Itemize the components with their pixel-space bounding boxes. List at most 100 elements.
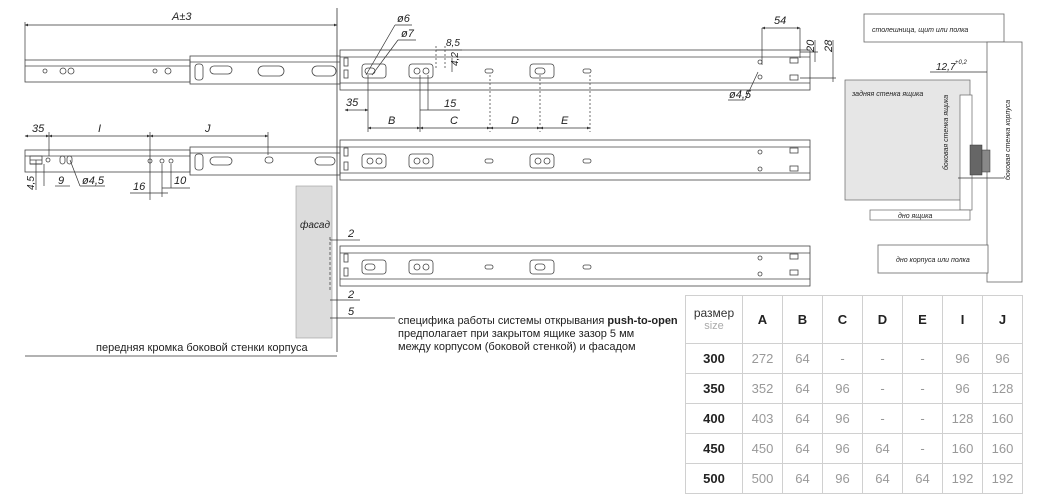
- cell: 403: [742, 403, 783, 434]
- dim-10: 10: [174, 175, 187, 187]
- size-header-sub: size: [704, 319, 724, 332]
- col-header: I: [942, 295, 983, 344]
- dim-85: 8,5: [446, 38, 460, 49]
- cell: 64: [862, 433, 903, 464]
- dim-28: 28: [823, 39, 835, 53]
- table-header-row: размер size A B C D E I J: [685, 295, 1023, 344]
- label-countertop: столешница, щит или полка: [872, 27, 968, 34]
- facade-block: [295, 185, 333, 339]
- table-row: 450 450 64 96 64 - 160 160: [685, 433, 1023, 464]
- label-drawer-bottom: дно ящика: [898, 212, 932, 220]
- middle-slide: [24, 139, 811, 181]
- dim-d6: ø6: [397, 13, 411, 25]
- cell: 64: [862, 463, 903, 494]
- cell: 64: [782, 403, 823, 434]
- dim-35-left: 35: [32, 123, 45, 135]
- cell: 64: [782, 463, 823, 494]
- cell: -: [902, 403, 943, 434]
- label-back-wall: задняя стенка ящика: [851, 90, 923, 98]
- dim-45: 4,5: [26, 176, 37, 190]
- dim-d45-left: ø4,5: [82, 175, 105, 187]
- cell: 192: [942, 463, 983, 494]
- push-to-open-note: специфика работы системы открывания push…: [398, 315, 680, 354]
- cell: 96: [822, 373, 863, 404]
- dim-54: 54: [774, 15, 786, 27]
- note-bold: push-to-open: [607, 315, 678, 327]
- note-line3: между корпусом (боковой стенкой) и фасад…: [398, 341, 636, 353]
- cell: 352: [742, 373, 783, 404]
- section-view: [844, 13, 1023, 283]
- dim-16: 16: [133, 181, 146, 193]
- cell: -: [862, 403, 903, 434]
- label-cabinet-side: боковая стенка корпуса: [1004, 100, 1012, 180]
- label-cabinet-bottom: дно корпуса или полка: [896, 256, 970, 264]
- col-header: E: [902, 295, 943, 344]
- dim-9: 9: [58, 175, 64, 187]
- cell: 64: [782, 373, 823, 404]
- label-127-sup: +0,2: [955, 60, 968, 66]
- row-size: 500: [685, 463, 743, 494]
- cell: 160: [982, 433, 1023, 464]
- cell: 128: [942, 403, 983, 434]
- col-header: B: [782, 295, 823, 344]
- cell: 272: [742, 343, 783, 374]
- dim-e: E: [561, 115, 569, 127]
- cell: 500: [742, 463, 783, 494]
- cell: 96: [982, 343, 1023, 374]
- cell: 192: [982, 463, 1023, 494]
- bottom-slide: [339, 245, 811, 287]
- cell: -: [862, 373, 903, 404]
- row-size: 400: [685, 403, 743, 434]
- col-header: D: [862, 295, 903, 344]
- cell: 96: [822, 463, 863, 494]
- dim-d45-right: ø4,5: [729, 89, 752, 101]
- facade-label: фасад: [300, 219, 330, 231]
- cell: 128: [982, 373, 1023, 404]
- table-row: 500 500 64 96 64 64 192 192: [685, 463, 1023, 494]
- cell: -: [862, 343, 903, 374]
- cell: 64: [902, 463, 943, 494]
- dim-b: B: [388, 115, 395, 127]
- cell: -: [902, 373, 943, 404]
- row-size: 450: [685, 433, 743, 464]
- cell: 160: [982, 403, 1023, 434]
- top-slide: [24, 49, 811, 91]
- cell: 96: [822, 433, 863, 464]
- dim-2b: 2: [347, 289, 354, 301]
- label-127: 12,7: [936, 62, 956, 73]
- cell: 96: [822, 403, 863, 434]
- row-size: 300: [685, 343, 743, 374]
- size-header: размер size: [685, 295, 743, 344]
- front-edge-label: передняя кромка боковой стенки корпуса: [96, 342, 308, 354]
- dim-2a: 2: [347, 228, 354, 240]
- table-row: 400 403 64 96 - - 128 160: [685, 403, 1023, 434]
- dim-d: D: [511, 115, 519, 127]
- dim-5: 5: [348, 306, 355, 318]
- dim-42: 4,2: [450, 52, 461, 66]
- cell: 64: [782, 343, 823, 374]
- cell: 160: [942, 433, 983, 464]
- cell: 96: [942, 373, 983, 404]
- table-row: 350 352 64 96 - - 96 128: [685, 373, 1023, 404]
- note-line2: предполагает при закрытом ящике зазор 5 …: [398, 328, 635, 340]
- dim-a: A±3: [171, 11, 192, 23]
- note-prefix: специфика работы системы открывания: [398, 315, 608, 327]
- dim-35-top: 35: [346, 97, 359, 109]
- cell: 96: [942, 343, 983, 374]
- cell: -: [902, 343, 943, 374]
- cell: 450: [742, 433, 783, 464]
- col-header: J: [982, 295, 1023, 344]
- cell: -: [822, 343, 863, 374]
- table-row: 300 272 64 - - - 96 96: [685, 343, 1023, 374]
- col-header: C: [822, 295, 863, 344]
- dim-15: 15: [444, 98, 457, 110]
- col-header: A: [742, 295, 783, 344]
- dim-c: C: [450, 115, 458, 127]
- dim-i: I: [98, 123, 101, 135]
- label-drawer-side: боковая стенка ящика: [942, 95, 950, 170]
- cell: -: [902, 433, 943, 464]
- cell: 64: [782, 433, 823, 464]
- row-size: 350: [685, 373, 743, 404]
- dim-j: J: [204, 123, 211, 135]
